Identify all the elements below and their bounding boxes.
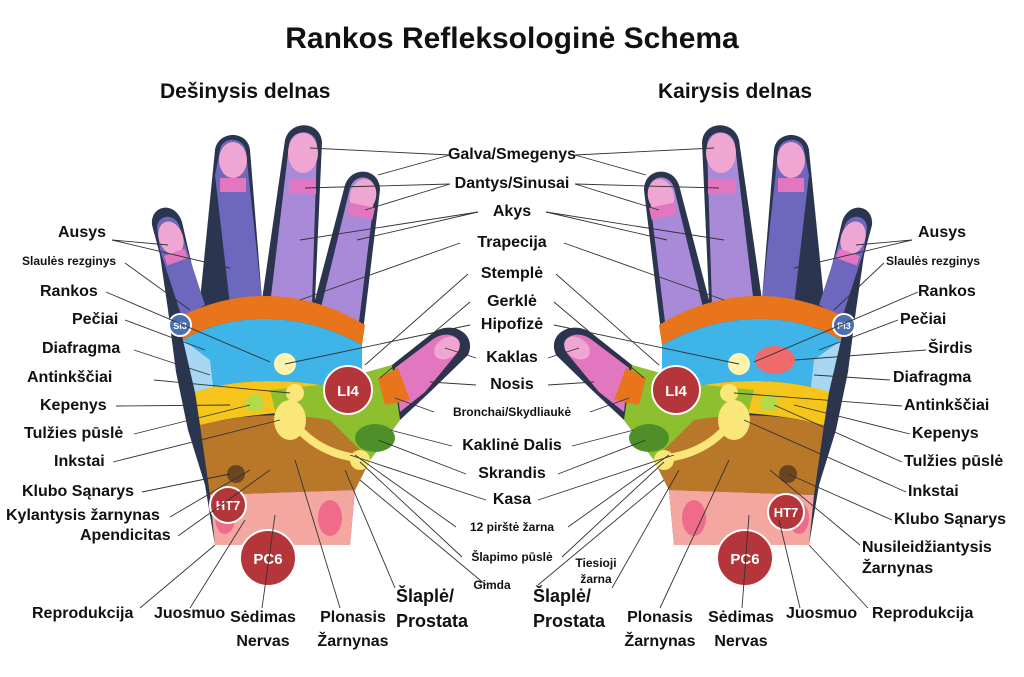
- label-skrandis: Skrandis: [478, 465, 546, 482]
- label-12-pirste: 12 pirštė žarna: [469, 520, 555, 534]
- label-nosis: Nosis: [490, 376, 534, 393]
- right-palm-heading: Dešinysis delnas: [160, 80, 331, 103]
- label-left-rankos: Rankos: [918, 283, 976, 300]
- point-si3: [168, 313, 192, 337]
- label-left-peciai: Pečiai: [900, 311, 947, 328]
- point-ht7-left: [767, 493, 805, 531]
- label-galva: Galva/Smegenys: [447, 146, 577, 163]
- si3-text: SI3: [173, 321, 187, 331]
- right-palm-points: [168, 313, 373, 587]
- label-stemple: Stemplė: [480, 265, 544, 282]
- label-right-plonasis: Plonasis Žarnynas: [317, 609, 389, 650]
- ht7-right-text: HT7: [216, 498, 241, 513]
- ht7-left-text: HT7: [774, 505, 799, 520]
- label-left-inkstai: Inkstai: [908, 483, 959, 500]
- label-kaklas: Kaklas: [486, 349, 538, 366]
- point-pc6-right: [239, 529, 297, 587]
- label-left-klubo: Klubo Sąnarys: [894, 511, 1007, 528]
- label-kasa: Kasa: [492, 491, 532, 508]
- label-left-nusileidziantysis: Nusileidžiantysis Žarnynas: [862, 539, 992, 577]
- point-pc6-left: [716, 529, 774, 587]
- pc6-right-text: PC6: [253, 551, 282, 568]
- label-slapimo: Šlapimo pūslė: [471, 550, 553, 564]
- left-palm-points: [651, 313, 856, 587]
- label-kakline: Kaklinė Dalis: [462, 437, 562, 454]
- label-bronchai: Bronchai/Skydliaukė: [452, 405, 572, 419]
- label-right-kepenys: Kepenys: [40, 397, 107, 414]
- label-hipofize: Hipofizė: [480, 316, 544, 333]
- label-right-slaules: Slaulės rezginys: [22, 254, 117, 268]
- leader-lines: [105, 147, 927, 609]
- left-palm-heading: Kairysis delnas: [658, 80, 813, 103]
- label-trapecija: Trapecija: [477, 234, 547, 251]
- label-left-sedimas: Sėdimas Nervas: [708, 609, 774, 650]
- label-right-kylantysis: Kylantysis žarnynas: [6, 507, 160, 524]
- label-left-reprodukcija: Reprodukcija: [872, 605, 974, 622]
- label-right-sedimas: Sėdimas Nervas: [230, 609, 296, 650]
- label-left-slaple: Šlaplė/ Prostata: [533, 586, 606, 632]
- li4-right-text: LI4: [337, 383, 359, 400]
- label-right-rankos: Rankos: [40, 283, 98, 300]
- label-left-plonasis: Plonasis Žarnynas: [624, 609, 696, 650]
- li4-left-text: LI4: [665, 383, 687, 400]
- label-dantys: Dantys/Sinusai: [454, 175, 570, 192]
- page-title: Rankos Refleksologinė Schema: [285, 22, 739, 55]
- label-right-ausys: Ausys: [58, 224, 107, 241]
- label-right-klubo: Klubo Sąnarys: [22, 483, 135, 500]
- label-left-slaules: Slaulės rezginys: [886, 254, 981, 268]
- heart-zone: [755, 346, 795, 374]
- label-left-diafragma: Diafragma: [893, 369, 972, 386]
- point-ht7-right: [209, 486, 247, 524]
- label-tiesioji: Tiesioji žarna: [575, 556, 617, 586]
- point-pi3: [832, 313, 856, 337]
- label-right-juosmuo: Juosmuo: [154, 605, 226, 622]
- label-left-juosmuo: Juosmuo: [786, 605, 858, 622]
- label-right-reprodukcija: Reprodukcija: [32, 605, 134, 622]
- label-left-tulzies: Tulžies pūslė: [904, 453, 1004, 470]
- label-left-ausys: Ausys: [918, 224, 967, 241]
- label-gimda: Gimda: [473, 578, 511, 592]
- label-right-diafragma: Diafragma: [42, 340, 121, 357]
- label-akys: Akys: [492, 203, 532, 220]
- pi3-text: PI3: [837, 321, 851, 331]
- label-right-peciai: Pečiai: [72, 311, 119, 328]
- label-left-antinksciai: Antinkščiai: [904, 397, 990, 414]
- label-right-antinksciai: Antinkščiai: [27, 369, 113, 386]
- label-gerkle: Gerklė: [487, 293, 537, 310]
- label-right-apendicitas: Apendicitas: [80, 527, 171, 544]
- label-right-slaple: Šlaplė/ Prostata: [396, 586, 469, 632]
- point-li4-right: [323, 365, 373, 415]
- label-right-inkstai: Inkstai: [54, 453, 105, 470]
- label-left-sirdis: Širdis: [928, 340, 973, 357]
- label-right-tulzies: Tulžies pūslė: [24, 425, 124, 442]
- label-left-kepenys: Kepenys: [912, 425, 979, 442]
- point-li4-left: [651, 365, 701, 415]
- pc6-left-text: PC6: [730, 551, 759, 568]
